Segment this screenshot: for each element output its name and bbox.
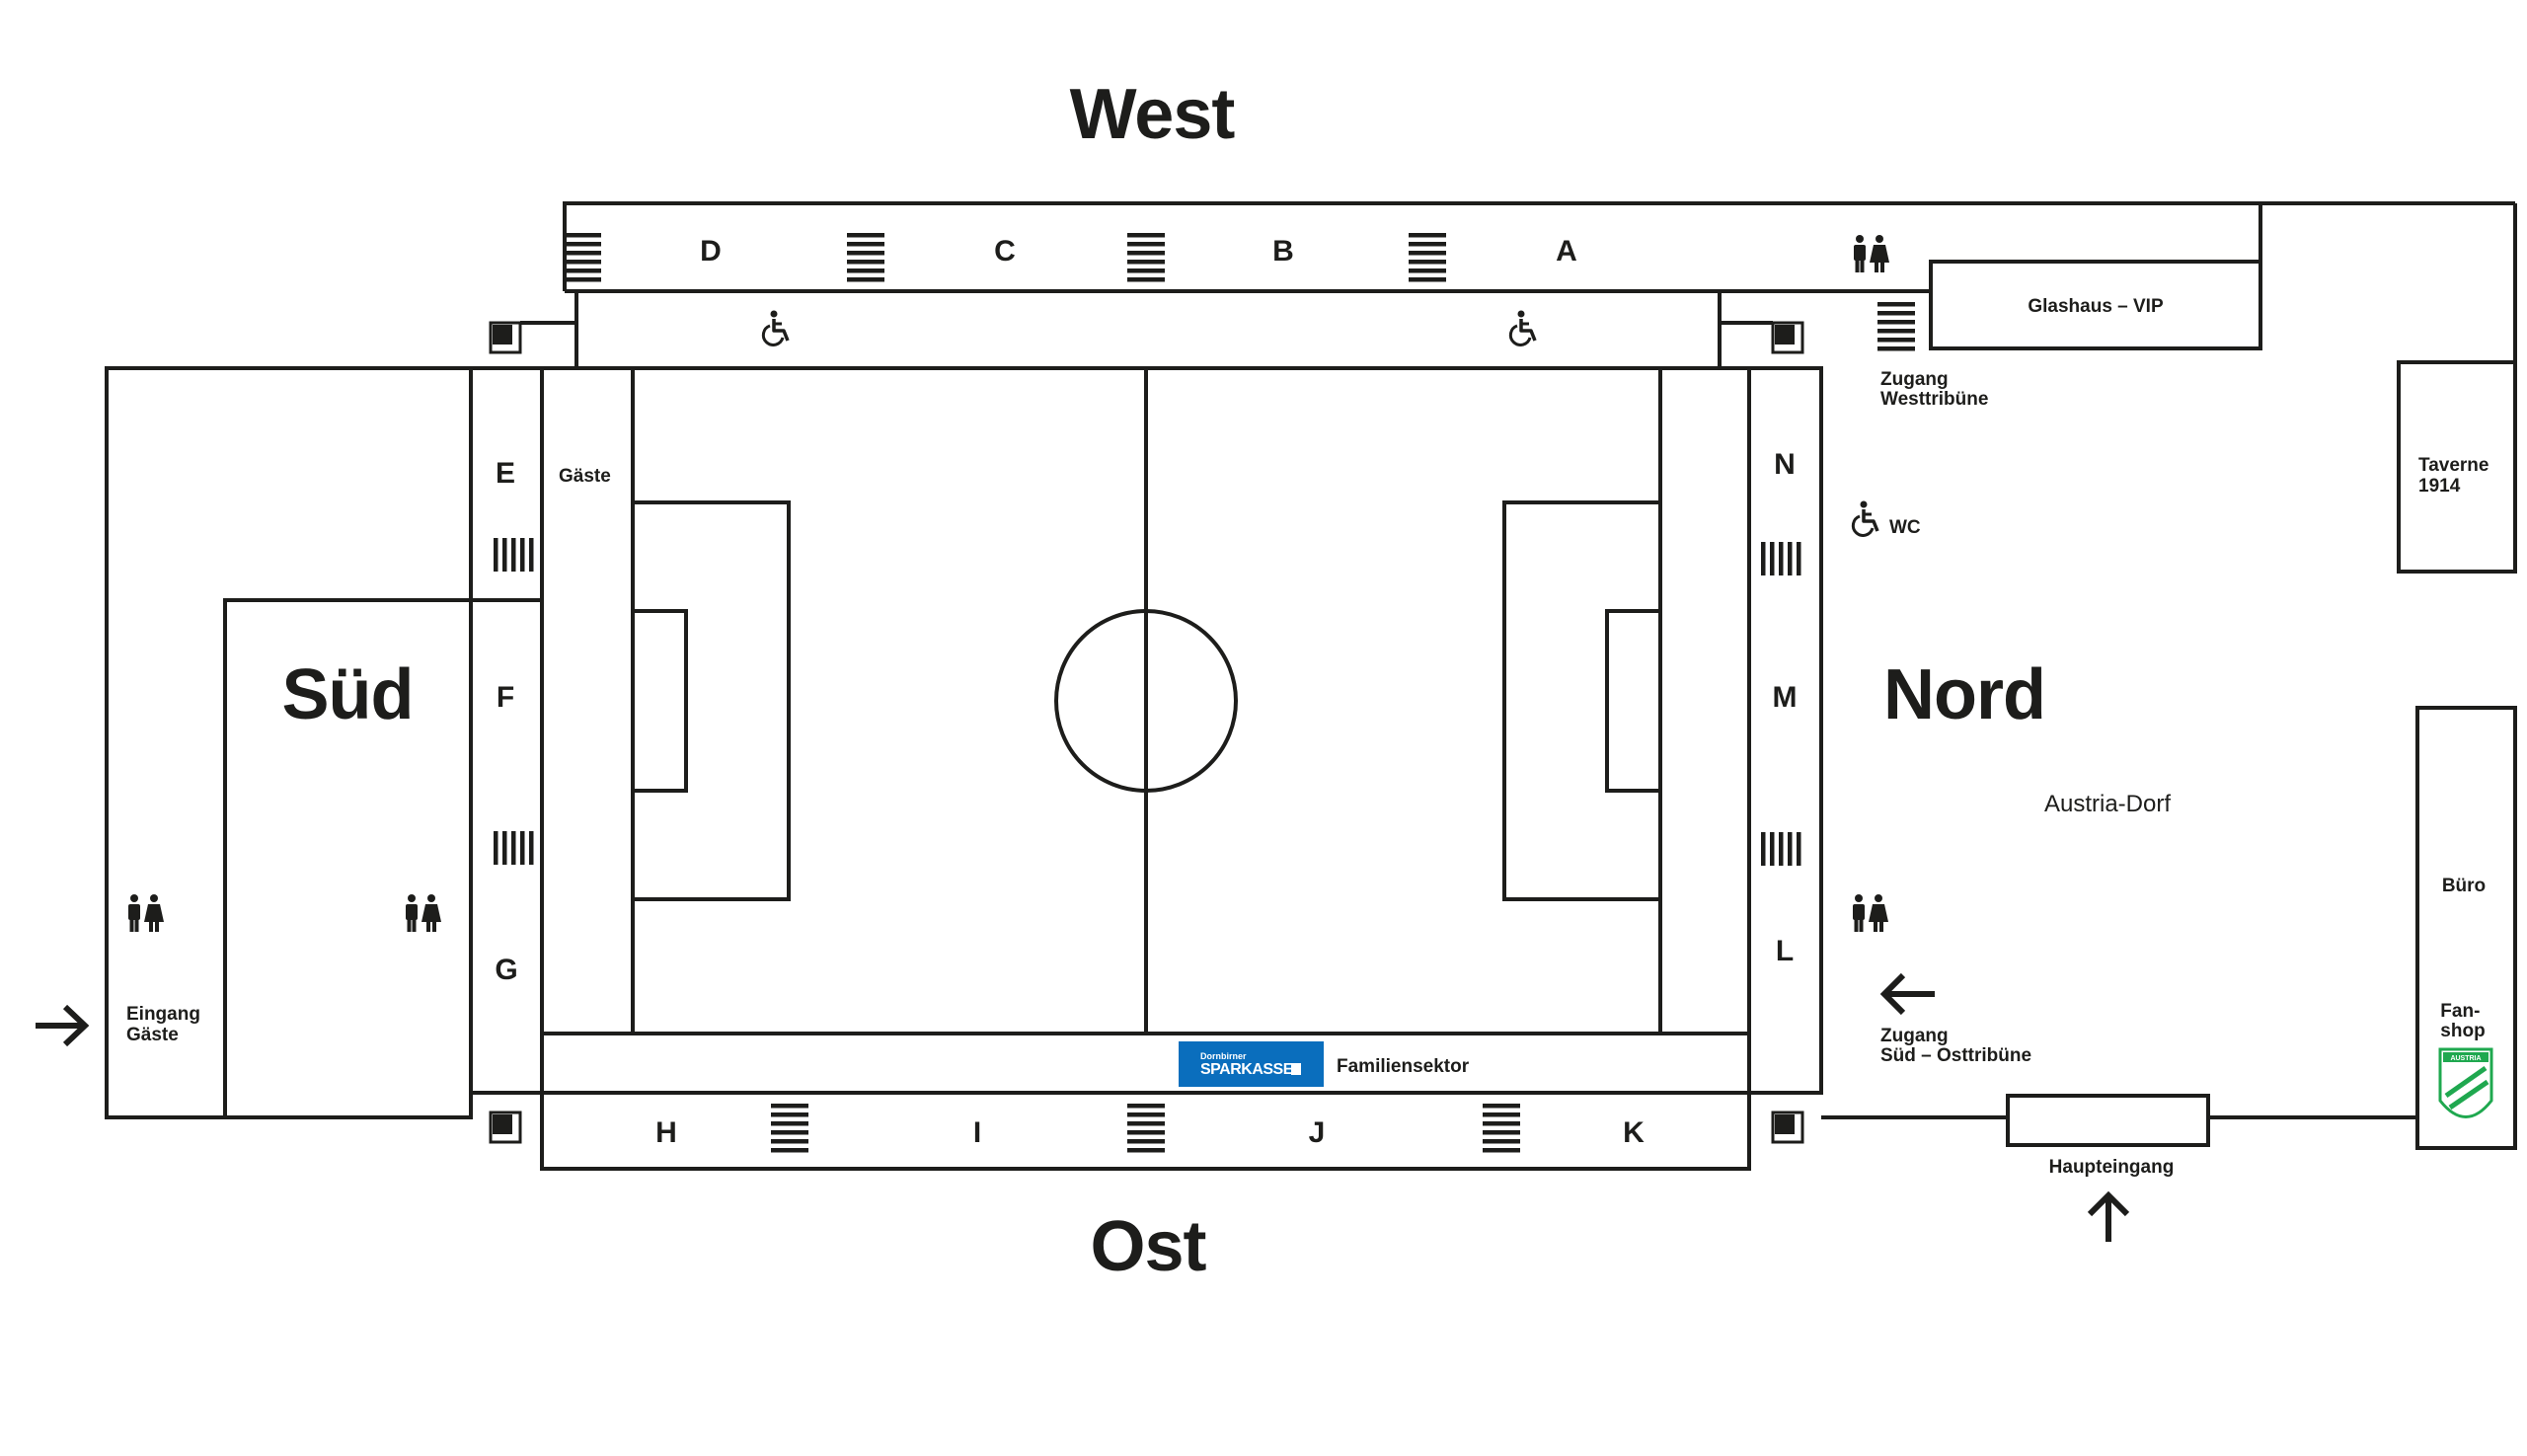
sector-i: I <box>973 1116 981 1149</box>
sector-n: N <box>1774 448 1796 481</box>
wheelchair-icon <box>1508 308 1537 347</box>
svg-text:Dornbirner: Dornbirner <box>1200 1051 1247 1061</box>
label-zugang-sued-ost: Zugang Süd – Osttribüne <box>1880 1026 2031 1066</box>
label-buero: Büro <box>2442 876 2486 896</box>
corner-block <box>1771 321 1804 354</box>
stairs-icon <box>1761 832 1801 866</box>
sector-h: H <box>655 1116 677 1149</box>
sector-c: C <box>994 235 1016 268</box>
label-austria-dorf: Austria-Dorf <box>2044 791 2171 817</box>
sector-d: D <box>700 235 722 268</box>
sector-a: A <box>1556 235 1577 268</box>
wheelchair-icon <box>1851 498 1879 538</box>
stairs-icon <box>1127 1104 1165 1153</box>
arrow-icon <box>36 1004 90 1047</box>
label-west: West <box>1070 75 1236 154</box>
stairs-icon <box>847 233 884 282</box>
sector-j: J <box>1309 1116 1326 1149</box>
toilets-icon <box>406 894 441 932</box>
corner-block <box>489 321 522 354</box>
buero-fanshop-box <box>2415 706 2517 1150</box>
svg-text:AUSTRIA: AUSTRIA <box>2450 1055 2481 1062</box>
corner-block <box>489 1111 522 1144</box>
arrow-icon <box>1879 972 1935 1016</box>
sued-area <box>105 366 473 1119</box>
austria-logo: AUSTRIA <box>2438 1047 2493 1118</box>
sector-b: B <box>1272 235 1294 268</box>
stairs-icon <box>494 831 534 865</box>
corner-block <box>1771 1111 1804 1144</box>
sector-f: F <box>497 681 514 714</box>
stairs-icon <box>1877 302 1915 351</box>
football-pitch <box>631 366 1662 1035</box>
label-gaeste: Gäste <box>559 466 611 487</box>
stairs-icon <box>1483 1104 1520 1153</box>
label-wc: WC <box>1889 517 1921 538</box>
label-eingang-gaeste: Eingang Gäste <box>126 1004 205 1045</box>
label-sued: Süd <box>282 655 414 734</box>
sector-k: K <box>1623 1116 1645 1149</box>
stairs-icon <box>771 1104 808 1153</box>
arrow-icon <box>2087 1190 2130 1242</box>
sector-m: M <box>1773 681 1798 714</box>
wheelchair-icon <box>761 308 790 347</box>
stairs-icon <box>564 233 601 282</box>
stairs-icon <box>494 538 534 572</box>
label-haupteingang: Haupteingang <box>2049 1157 2175 1178</box>
taverne-box <box>2397 360 2517 574</box>
sector-l: L <box>1776 935 1794 967</box>
label-taverne: Taverne 1914 <box>2418 455 2494 497</box>
stairs-icon <box>1409 233 1446 282</box>
toilets-icon <box>1854 235 1889 272</box>
stairs-icon <box>1761 542 1801 575</box>
svg-text:SPARKASSE: SPARKASSE <box>1200 1061 1294 1078</box>
label-ost: Ost <box>1090 1207 1206 1286</box>
label-zugang-west: Zugang Westtribüne <box>1880 369 1988 410</box>
sparkasse-logo: Dornbirner SPARKASSE <box>1179 1041 1324 1087</box>
toilets-icon <box>1853 894 1888 932</box>
label-familiensektor: Familiensektor <box>1337 1056 1470 1077</box>
sector-g: G <box>495 954 517 986</box>
glashaus-vip-box <box>1929 260 2262 350</box>
label-nord: Nord <box>1883 655 2045 734</box>
toilets-icon <box>128 894 164 932</box>
label-glashaus-vip: Glashaus – VIP <box>2028 296 2164 317</box>
label-fanshop: Fan- shop <box>2440 1001 2485 1041</box>
haupteingang-box <box>2006 1094 2210 1147</box>
nord-area <box>1821 203 2517 1150</box>
stairs-icon <box>1127 233 1165 282</box>
west-stand <box>563 201 2515 368</box>
sector-e: E <box>496 457 515 490</box>
